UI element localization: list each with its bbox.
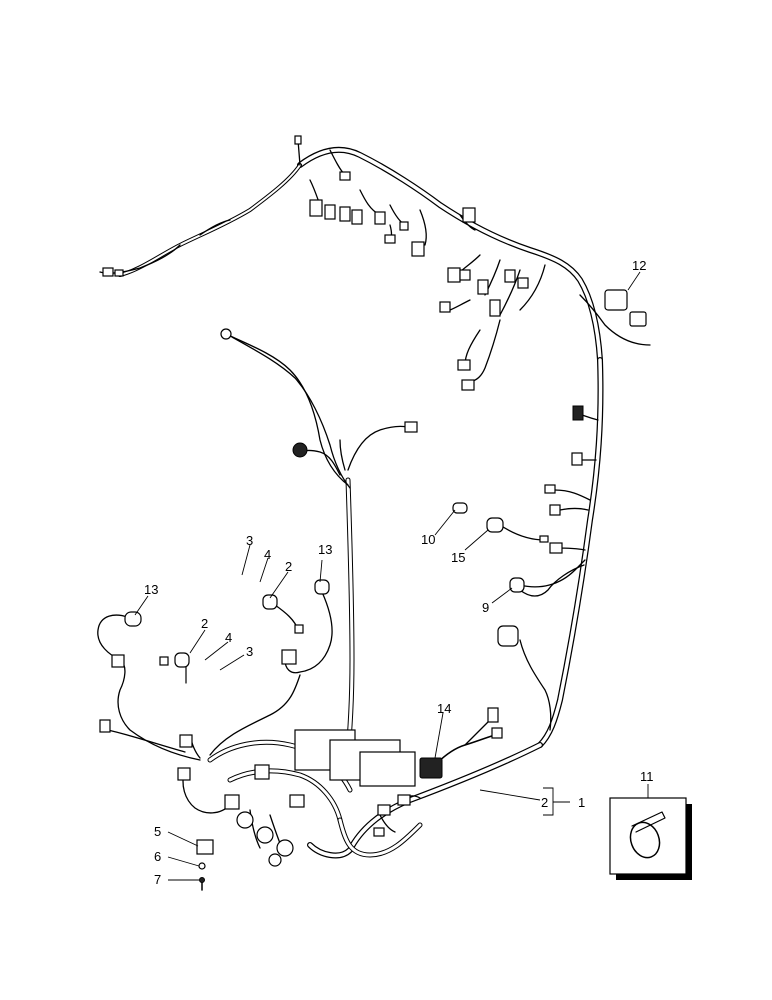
callout-7: 7 — [154, 872, 161, 887]
ground-terminal — [220, 328, 232, 340]
callout-11: 11 — [640, 769, 654, 784]
connector-shape — [462, 207, 476, 223]
connector-shape — [289, 794, 305, 808]
connector-shape — [159, 656, 169, 666]
connector-shape — [111, 654, 125, 668]
callout-14: 14 — [437, 701, 451, 716]
connector-shape — [572, 405, 584, 421]
connector-shape — [504, 269, 516, 283]
callout-13-left: 13 — [144, 582, 158, 597]
connector-12 — [604, 289, 628, 311]
callout-3-upper: 3 — [246, 533, 253, 548]
callout-2: 2 — [541, 795, 548, 810]
connector-shape — [377, 804, 391, 816]
connector-shape — [517, 277, 529, 289]
washer-6 — [198, 862, 206, 870]
connector-14 — [419, 757, 443, 779]
callout-15: 15 — [451, 550, 465, 565]
callout-1: 1 — [578, 795, 585, 810]
connector-shape — [497, 625, 519, 647]
connector-shape — [114, 269, 124, 277]
callout-6: 6 — [154, 849, 161, 864]
connectors — [99, 135, 647, 891]
connector-shape — [224, 794, 240, 810]
connector-shape — [384, 234, 396, 244]
round-connector — [256, 826, 274, 844]
connector-shape — [99, 719, 111, 733]
connector-shape — [487, 707, 499, 723]
relay-block — [359, 751, 416, 787]
bracket-5 — [196, 839, 214, 855]
callout-4-lower: 4 — [225, 630, 232, 645]
connector-13-center — [314, 579, 330, 595]
connector-shape — [549, 504, 561, 516]
callout-9: 9 — [482, 600, 489, 615]
connector-shape — [294, 624, 304, 634]
connector-shape — [459, 269, 471, 281]
connector-shape — [477, 279, 489, 295]
connector-shape — [373, 827, 385, 837]
inset-box — [609, 797, 687, 875]
connector-shape — [177, 767, 191, 781]
connector-shape — [397, 794, 411, 806]
connector-shape — [539, 535, 549, 543]
connector-shape — [411, 241, 425, 257]
connector-shape — [489, 299, 501, 317]
connector-shape — [439, 301, 451, 313]
connector-shape — [404, 421, 418, 433]
callout-5: 5 — [154, 824, 161, 839]
callout-3-lower: 3 — [246, 644, 253, 659]
connector-shape — [571, 452, 583, 466]
sensor-connector — [174, 652, 190, 668]
connector-shape — [457, 359, 471, 371]
callout-4-upper: 4 — [264, 547, 271, 562]
connector-shape — [549, 542, 563, 554]
callout-2-upper: 2 — [285, 559, 292, 574]
callout-labels: 1 2 12 10 15 9 13 13 3 4 2 2 4 3 14 11 5… — [144, 258, 654, 887]
round-connector — [236, 811, 254, 829]
connector-shape — [309, 199, 323, 217]
connector-shape — [461, 379, 475, 391]
callout-13-center: 13 — [318, 542, 332, 557]
connector-shape — [339, 206, 351, 222]
connector-shape — [399, 221, 409, 231]
round-connector — [292, 442, 308, 458]
connector-shape — [281, 649, 297, 665]
connector-shape — [254, 764, 270, 780]
connector-shape — [179, 734, 193, 748]
connector-shape — [339, 171, 351, 181]
callout-12: 12 — [632, 258, 646, 273]
connector-9 — [509, 577, 525, 593]
connector-shape — [294, 135, 302, 145]
connector-10 — [452, 502, 468, 514]
connector-13-left — [124, 611, 142, 627]
connector-15 — [486, 517, 504, 533]
callout-2-lower: 2 — [201, 616, 208, 631]
connector-shape — [324, 204, 336, 220]
connector-shape — [102, 267, 114, 277]
connector-shape — [629, 311, 647, 327]
screw-7 — [199, 877, 205, 883]
connector-shape — [374, 211, 386, 225]
leader-lines — [134, 271, 641, 881]
connector-shape — [447, 267, 461, 283]
round-connector — [276, 839, 294, 857]
callout-10: 10 — [421, 532, 435, 547]
connector-shape — [351, 209, 363, 225]
connector-shape — [491, 727, 503, 739]
item-11-inset — [609, 784, 692, 880]
connector-shape — [544, 484, 556, 494]
round-connector — [268, 853, 282, 867]
connector-shape — [262, 594, 278, 610]
